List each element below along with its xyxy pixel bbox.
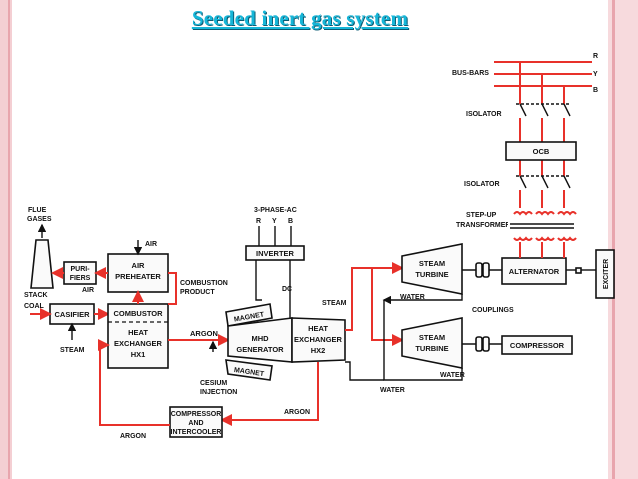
mhd-generator-label: GENERATOR [236, 345, 284, 354]
water-label-3: WATER [380, 387, 405, 394]
three-phase-ac-label: 3-PHASE-AC [254, 207, 297, 214]
hx1-label-3: HX1 [131, 350, 146, 359]
bus-b-label: B [593, 87, 598, 94]
magnet-bottom-label: MAGNET [233, 367, 265, 378]
inverter-box: INVERTER [245, 245, 305, 261]
phase-y-label: Y [272, 218, 277, 225]
coupling-top-2 [482, 262, 490, 278]
hx1-label-2: EXCHANGER [114, 339, 163, 348]
air-preheater-label: AIR [132, 261, 146, 270]
steam-turbine-bottom: STEAM TURBINE [401, 317, 463, 369]
steam-turbine-bottom-label: STEAM [419, 333, 445, 342]
ocb-label: OCB [533, 147, 550, 156]
steam-turbine-top-label-2: TURBINE [415, 270, 448, 279]
argon-label-2: ARGON [284, 409, 310, 416]
compressor-intercooler-box: COMPRESSOR AND INTERCOOLER [169, 406, 223, 438]
alternator-box: ALTERNATOR [501, 257, 567, 285]
combustor-hx1-box: COMBUSTOR HEAT EXCHANGER HX1 [107, 303, 169, 369]
steam-to-top-turbine-line [345, 262, 404, 331]
water-line-2 [383, 300, 463, 381]
argon-return-line [220, 362, 319, 426]
combustion-product-loop [168, 272, 177, 305]
cesium-label: CESIUM [200, 380, 227, 387]
casifier-label: CASIFIER [54, 310, 90, 319]
bus-y-label: Y [593, 71, 598, 78]
step-up-transformer [508, 208, 577, 242]
air-preheater-label-2: PREHEATER [115, 272, 161, 281]
purifiers-label-2: FIERS [70, 275, 91, 282]
stack [30, 239, 54, 289]
exciter-label: EXCITER [603, 259, 610, 289]
argon-label-1: ARGON [190, 329, 218, 338]
alternator-label: ALTERNATOR [509, 267, 560, 276]
water-label-2: WATER [440, 372, 465, 379]
steam-to-bottom-turbine-line [371, 268, 404, 346]
phase-r-label: R [256, 218, 261, 225]
magnet-top-box: MAGNET [225, 303, 273, 327]
left-frame-border [0, 0, 12, 479]
coal-label: COAL [24, 303, 45, 310]
page-title: Seeded inert gas system [191, 6, 409, 30]
air-in-label: AIR [145, 241, 157, 248]
exciter-coupling [575, 267, 582, 274]
step-up-label: STEP-UP [466, 212, 497, 219]
isolator-bottom-label: ISOLATOR [464, 181, 500, 188]
hx1-label: HEAT [128, 328, 148, 337]
air-label-2: AIR [82, 287, 94, 294]
inverter-label: INVERTER [256, 249, 295, 258]
isolator-bottom-switches [516, 175, 571, 190]
coupling-top-1 [475, 262, 483, 278]
compressor-label: COMPRESSOR [510, 341, 565, 350]
bus-r-label: R [593, 53, 598, 60]
dc-label: DC [282, 286, 292, 293]
hx2-box: HEAT EXCHANGER HX2 [291, 317, 346, 363]
hx2-label-2: EXCHANGER [294, 335, 343, 344]
compressor-ic-label-2: AND [188, 420, 203, 427]
compressor-ic-label-3: INTERCOOLER [171, 429, 222, 436]
ocb-box: OCB [505, 141, 577, 161]
combustor-label: COMBUSTOR [113, 309, 163, 318]
stack-label: STACK [24, 292, 48, 299]
hx2-label-3: HX2 [311, 346, 326, 355]
water-line-1 [382, 294, 463, 305]
combustion-product-label: COMBUSTION [180, 280, 228, 287]
magnet-bottom-box: MAGNET [225, 359, 273, 381]
air-preheater-box: AIR PREHEATER [107, 253, 169, 293]
transformer-label: TRANSFORMER [456, 222, 510, 229]
argon-label-3: ARGON [120, 433, 146, 440]
compressor-box: COMPRESSOR [501, 335, 573, 355]
phase-b-label: B [288, 218, 293, 225]
water-label-1: WATER [400, 294, 425, 301]
right-frame-border [608, 0, 638, 479]
couplings-label: COUPLINGS [472, 307, 514, 314]
flue-gases-label: FLUE [28, 207, 47, 214]
mhd-label: MHD [251, 334, 269, 343]
mhd-generator-box: MHD GENERATOR [227, 317, 293, 363]
injection-label: INJECTION [200, 389, 237, 396]
bus-bars-label: BUS-BARS [452, 70, 489, 77]
steam-mid-label: STEAM [322, 300, 347, 307]
coupling-bottom-1 [475, 336, 483, 352]
coupling-bottom-2 [482, 336, 490, 352]
steam-turbine-bottom-label-2: TURBINE [415, 344, 448, 353]
steam-turbine-top: STEAM TURBINE [401, 243, 463, 295]
purifiers-label: PURI- [70, 266, 90, 273]
combustion-product-label-2: PRODUCT [180, 289, 215, 296]
hx2-label: HEAT [308, 324, 328, 333]
flue-gases-label-2: GASES [27, 216, 52, 223]
isolator-top-label: ISOLATOR [466, 111, 502, 118]
purifiers-box: PURI- FIERS [63, 261, 97, 285]
water-return-line [345, 361, 384, 381]
casifier-box: CASIFIER [49, 303, 95, 325]
argon-to-hx1-line [98, 339, 170, 426]
exciter-box: EXCITER [595, 249, 615, 299]
dc-line-left [255, 260, 262, 301]
steam-turbine-top-label: STEAM [419, 259, 445, 268]
steam-left-label: STEAM [60, 347, 85, 354]
isolator-top-switches [516, 103, 571, 118]
compressor-ic-label: COMPRESSOR [171, 411, 222, 418]
